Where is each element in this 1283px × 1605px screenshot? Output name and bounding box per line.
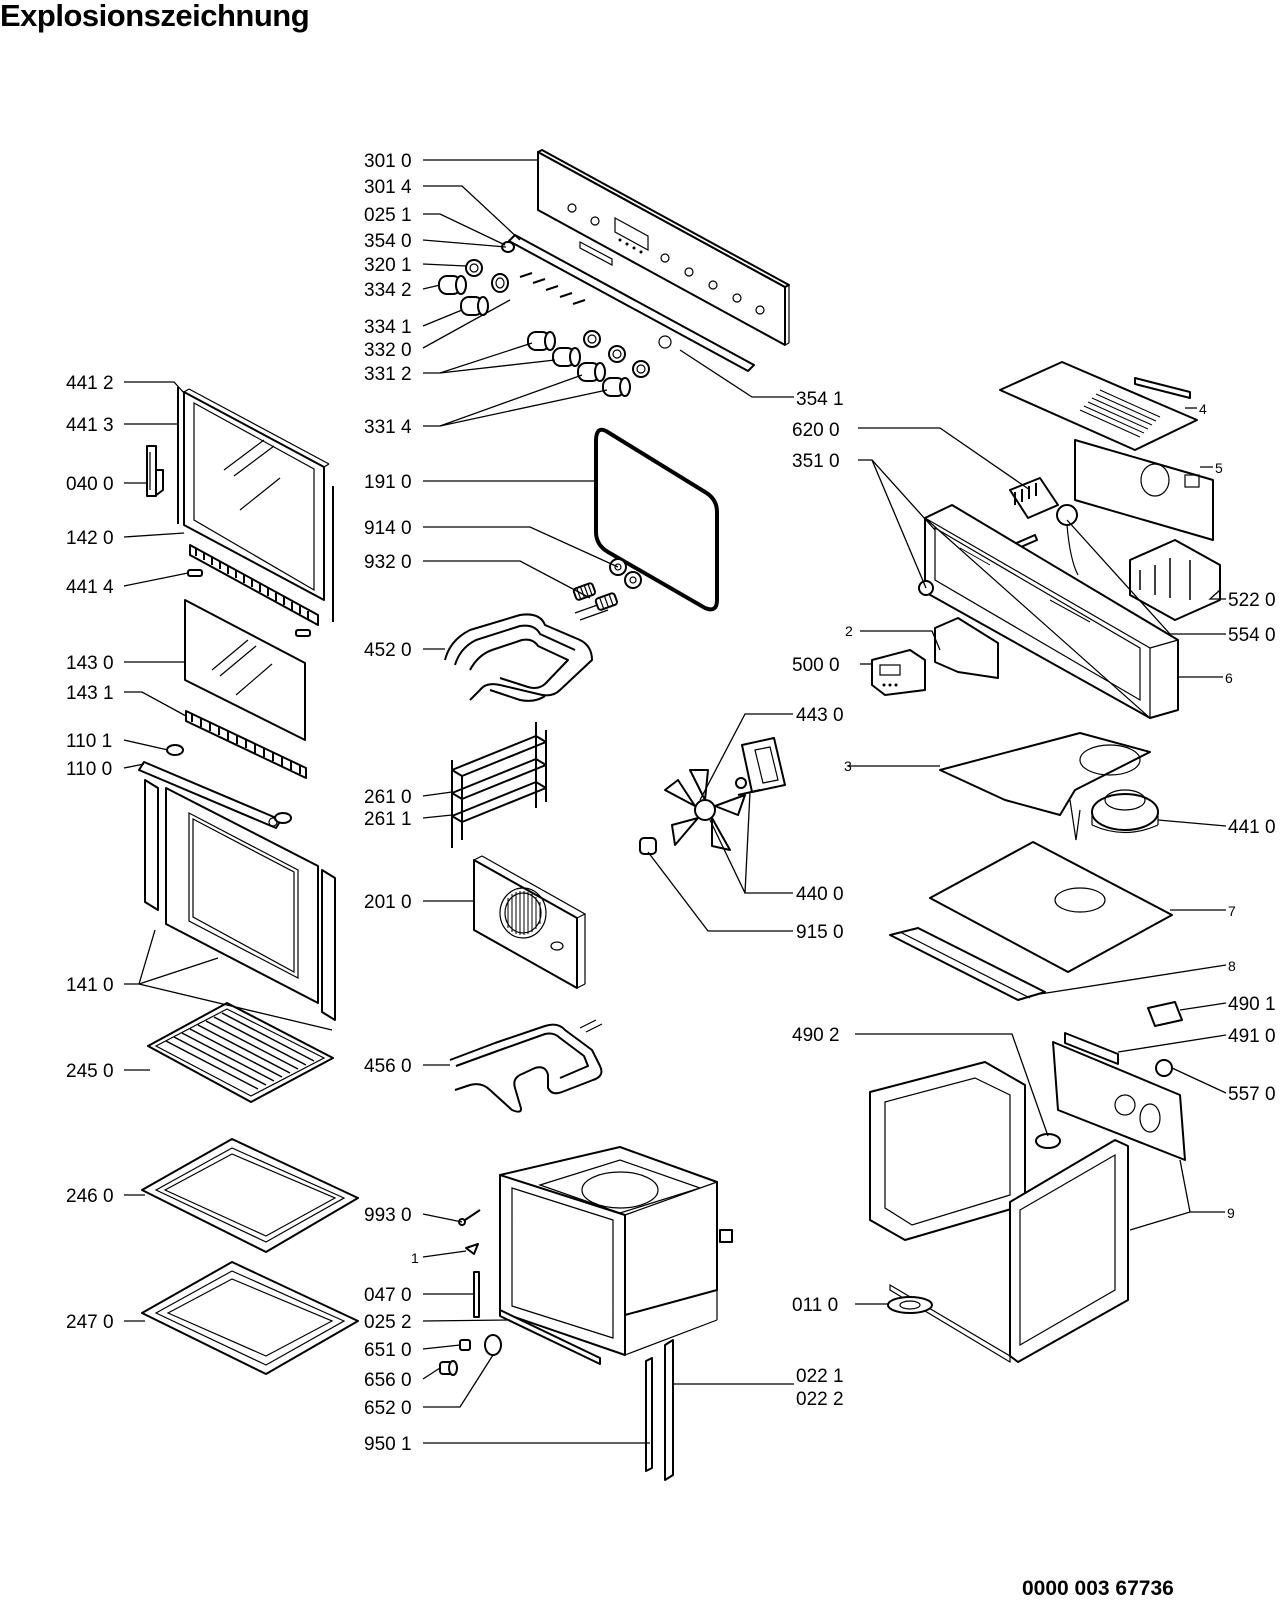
part-label: 201 0: [364, 892, 412, 913]
part-wire-rack: [147, 1002, 334, 1103]
part-door-frame: [177, 387, 334, 622]
part-label: 191 0: [364, 472, 412, 493]
part-top-cover: [889, 841, 1173, 1001]
part-label: 022 1: [796, 1366, 844, 1387]
part-label: 320 1: [364, 255, 412, 276]
part-label: 301 4: [364, 177, 412, 198]
part-label: 557 0: [1228, 1084, 1276, 1105]
document-number: 0000 003 67736: [1022, 1577, 1174, 1600]
part-label: 932 0: [364, 552, 412, 573]
part-label: 6: [1225, 670, 1233, 686]
part-label: 245 0: [66, 1061, 114, 1082]
part-label: 522 0: [1228, 590, 1276, 611]
part-labels: 301 0 301 4 025 1 354 0 320 1 334 2 334 …: [66, 151, 1276, 1455]
part-timer: [871, 617, 999, 696]
part-door-trim: [187, 544, 319, 637]
part-label: 3: [844, 758, 852, 774]
part-label: 143 0: [66, 653, 114, 674]
part-label: 7: [1228, 903, 1236, 919]
part-label: 915 0: [796, 922, 844, 943]
part-door-handle: [138, 744, 292, 829]
part-label: 354 1: [796, 389, 844, 410]
part-label: 440 0: [796, 884, 844, 905]
part-label: 331 4: [364, 417, 412, 438]
part-label: 301 0: [364, 151, 412, 172]
part-label: 652 0: [364, 1398, 412, 1419]
part-label: 246 0: [66, 1186, 114, 1207]
part-shelf-supports: [451, 722, 547, 848]
part-label: 1: [411, 1250, 419, 1266]
part-label: 620 0: [792, 420, 840, 441]
part-label: 554 0: [1228, 625, 1276, 646]
part-top-panel: [999, 361, 1214, 541]
part-label: 141 0: [66, 975, 114, 996]
part-label: 8: [1228, 958, 1236, 974]
part-side-panels: [869, 1001, 1186, 1364]
part-label: 500 0: [792, 655, 840, 676]
part-label: 490 2: [792, 1025, 840, 1046]
part-door-hinge: [146, 445, 164, 497]
part-door-gasket: [594, 427, 719, 612]
part-label: 011 0: [792, 1295, 838, 1316]
part-panel-frame: [508, 234, 755, 372]
part-glass-strip: [185, 710, 307, 779]
part-label: 9: [1227, 1205, 1235, 1221]
part-label: 142 0: [66, 528, 114, 549]
part-control-frame: [918, 504, 1179, 720]
part-fan-motor: [735, 737, 786, 796]
part-fan-housing: [939, 732, 1159, 841]
part-label: 334 2: [364, 280, 412, 301]
part-label: 443 0: [796, 705, 844, 726]
part-label: 331 2: [364, 364, 412, 385]
part-label: 040 0: [66, 474, 114, 495]
part-label: 351 0: [792, 451, 840, 472]
part-label: 261 0: [364, 787, 412, 808]
part-label: 143 1: [66, 683, 114, 704]
part-label: 914 0: [364, 518, 412, 539]
part-label: 247 0: [66, 1312, 114, 1333]
part-fan-wheel: [639, 769, 746, 855]
part-label: 025 2: [364, 1312, 412, 1333]
part-label: 332 0: [364, 340, 412, 361]
part-label: 441 0: [1228, 817, 1276, 838]
part-label: 047 0: [364, 1285, 412, 1306]
part-label: 5: [1215, 460, 1223, 476]
leader-lines: [123, 159, 1227, 1444]
page-title: Explosionszeichnung: [0, 0, 310, 33]
part-label: 490 1: [1228, 994, 1276, 1015]
part-label: 025 1: [364, 205, 412, 226]
part-control-panel: [537, 149, 790, 346]
part-lower-element: [449, 1019, 603, 1113]
part-fan-cover: [472, 855, 587, 989]
part-knobs: [438, 241, 650, 397]
part-label: 441 4: [66, 577, 114, 598]
part-label: 441 2: [66, 373, 114, 394]
part-label: 656 0: [364, 1370, 412, 1391]
part-label: 354 0: [364, 231, 412, 252]
part-label: 261 1: [364, 809, 412, 830]
part-outer-door: [144, 779, 336, 1021]
part-label: 2: [845, 623, 853, 639]
part-label: 950 1: [364, 1434, 412, 1455]
part-label: 334 1: [364, 317, 412, 338]
part-label: 4: [1199, 401, 1207, 417]
part-label: 491 0: [1228, 1026, 1276, 1047]
part-deep-tray: [141, 1261, 359, 1375]
part-label: 993 0: [364, 1205, 412, 1226]
part-label: 452 0: [364, 640, 412, 661]
part-label: 441 3: [66, 415, 114, 436]
part-switches: [1009, 477, 1221, 621]
part-baking-tray: [141, 1138, 359, 1253]
part-label: 022 2: [796, 1389, 844, 1410]
part-label: 456 0: [364, 1056, 412, 1077]
part-label: 651 0: [364, 1340, 412, 1361]
part-oven-cavity: [499, 1146, 733, 1356]
part-inner-glass: [184, 599, 306, 741]
part-label: 110 0: [66, 759, 112, 780]
part-grill-element: [444, 558, 642, 702]
part-label: 110 1: [66, 731, 112, 752]
